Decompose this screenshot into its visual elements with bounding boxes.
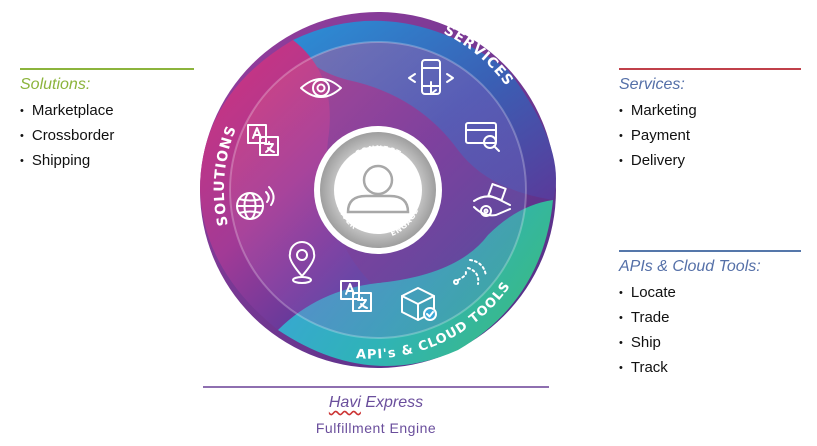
location-pin-icon	[288, 241, 316, 284]
services-panel: Services: Marketing Payment Delivery	[619, 68, 801, 173]
footer-brand: Havi	[328, 394, 361, 411]
solutions-item-shipping: Shipping	[20, 148, 194, 173]
apis-item-track: Track	[619, 355, 801, 380]
solutions-title: Solutions:	[20, 76, 91, 93]
apis-title: APIs & Cloud Tools:	[619, 258, 761, 275]
package-check-icon	[401, 287, 437, 321]
apis-rule	[619, 250, 801, 252]
footer-title: Havi Express	[203, 394, 549, 412]
apis-list: Locate Trade Ship Track	[619, 280, 801, 380]
services-list: Marketing Payment Delivery	[619, 98, 801, 173]
user-icon	[346, 164, 410, 214]
solutions-item-crossborder: Crossborder	[20, 123, 194, 148]
mobile-tap-icon	[408, 59, 454, 95]
translate-icon	[247, 124, 279, 156]
footer-title-rest: Express	[360, 394, 424, 411]
eye-icon	[300, 78, 342, 98]
route-icon	[453, 259, 487, 285]
solutions-rule	[20, 68, 194, 70]
services-rule	[619, 68, 801, 70]
services-title: Services:	[619, 76, 685, 93]
solutions-panel: Solutions: Marketplace Crossborder Shipp…	[20, 68, 194, 173]
apis-panel: APIs & Cloud Tools: Locate Trade Ship Tr…	[619, 250, 801, 380]
apis-item-locate: Locate	[619, 280, 801, 305]
globe-icon	[236, 186, 275, 220]
services-item-marketing: Marketing	[619, 98, 801, 123]
services-item-delivery: Delivery	[619, 148, 801, 173]
card-payment-icon	[465, 122, 500, 152]
inner-ring-edge	[229, 41, 527, 339]
solutions-list: Marketplace Crossborder Shipping	[20, 98, 194, 173]
apis-item-trade: Trade	[619, 305, 801, 330]
fulfillment-wheel: SERVICES SOLUTIONS API's & CLOUD TOOLS	[200, 12, 556, 368]
delivery-hand-icon	[473, 183, 511, 217]
services-item-payment: Payment	[619, 123, 801, 148]
translate-icon	[340, 280, 372, 312]
footer-subtitle: Fulfillment Engine	[315, 420, 437, 436]
solutions-item-marketplace: Marketplace	[20, 98, 194, 123]
footer-rule	[203, 386, 549, 388]
apis-item-ship: Ship	[619, 330, 801, 355]
